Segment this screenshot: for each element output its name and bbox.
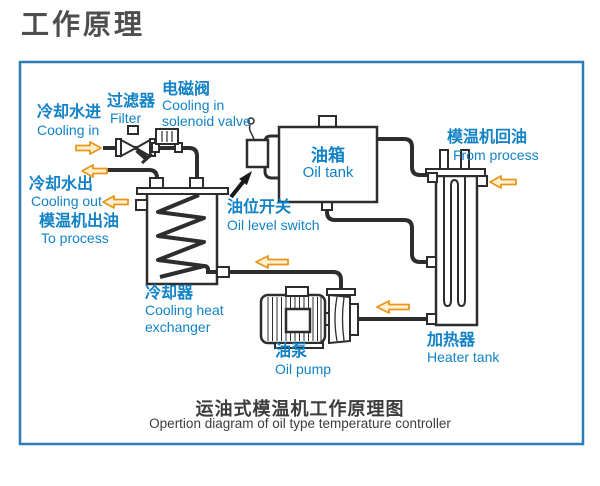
label-oil-tank-en: Oil tank xyxy=(302,164,354,181)
cooler-lid xyxy=(136,187,229,195)
cooler-left-nub xyxy=(135,199,148,211)
label-oil-tank: 油箱 Oil tank xyxy=(279,146,377,181)
pump-motor-block xyxy=(284,307,312,334)
pipe-tank-to-heater-mid xyxy=(325,206,430,264)
heater-terminal-right xyxy=(460,149,470,170)
label-to-process-en: To process xyxy=(41,230,109,246)
heater-terminal-left xyxy=(439,149,449,170)
label-from-process-en: From process xyxy=(453,147,539,163)
label-filter-cn: 过滤器 xyxy=(107,93,156,110)
arrow-cooling-in-right xyxy=(75,141,102,155)
filter-icon xyxy=(115,125,156,165)
pump-shaft-flange xyxy=(349,303,359,336)
pipe-switch-bottom-link xyxy=(263,165,279,180)
oil-pump-shape xyxy=(259,286,359,349)
cooler-coil-outlet xyxy=(203,264,218,274)
heater-body xyxy=(434,174,479,327)
pipe-cooling-in xyxy=(103,146,199,190)
oil-level-switch-body xyxy=(245,138,270,169)
label-cooling-in-en: Cooling in xyxy=(37,122,100,138)
label-solenoid-en1: Cooling in xyxy=(162,97,225,113)
label-heater-cn: 加热器 xyxy=(427,332,476,349)
label-from-process-cn: 模温机回油 xyxy=(447,129,528,146)
label-cooler-en2: exchanger xyxy=(145,319,211,335)
diagram-caption-en: Opertion diagram of oil type temperature… xyxy=(149,416,451,431)
label-cooler-cn: 冷却器 xyxy=(145,285,194,302)
arrow-cooling-out-left xyxy=(81,164,108,178)
pump-motor-top-block xyxy=(285,286,309,297)
cooler-coil xyxy=(156,193,206,279)
pump-volute xyxy=(328,293,351,345)
heater-nub-right xyxy=(476,175,488,187)
solenoid-valve-icon xyxy=(151,128,183,153)
pump-discharge-flange xyxy=(326,288,356,296)
label-to-process-cn: 模温机出油 xyxy=(39,213,120,230)
pipe-pump-to-cooler xyxy=(229,270,343,289)
label-solenoid-en2: solenoid valve xyxy=(162,113,251,129)
label-oil-level-switch-en: Oil level switch xyxy=(227,217,320,233)
oil-tank-body xyxy=(277,125,379,204)
cooler-right-nub xyxy=(216,266,230,278)
label-oil-tank-cn: 油箱 xyxy=(311,146,345,165)
arrow-from-process-left xyxy=(489,175,517,189)
arrow-pump-to-cooler-left xyxy=(255,255,289,269)
heater-element-tubes xyxy=(443,169,466,308)
label-heater-en: Heater tank xyxy=(427,349,500,365)
heater-nub-mid-left xyxy=(426,256,437,268)
label-filter-en: Filter xyxy=(110,110,142,126)
page-title: 工作原理 xyxy=(21,9,146,40)
oil-level-switch-wire-end xyxy=(247,117,255,125)
oil-level-switch-pointer-arrow xyxy=(229,171,252,199)
pump-volute-lines xyxy=(334,296,345,342)
oil-level-switch-wire xyxy=(248,124,255,141)
cooler-shape xyxy=(135,177,230,286)
label-oil-pump-en: Oil pump xyxy=(275,361,332,377)
flow-arrows xyxy=(75,141,517,314)
heater-tank-shape xyxy=(425,149,488,327)
label-oil-level-switch-cn: 油位开关 xyxy=(227,199,292,216)
label-cooling-in-cn: 冷却水进 xyxy=(37,104,102,121)
pipe-tank-to-heater-top xyxy=(377,137,430,177)
label-solenoid-cn: 电磁阀 xyxy=(162,81,211,98)
heater-nub-bottom-left xyxy=(426,313,437,325)
label-cooling-out-cn: 冷却水出 xyxy=(29,176,94,193)
heater-lid xyxy=(425,168,486,177)
cooler-inlet-flange xyxy=(189,177,204,189)
label-cooling-out-en: Cooling out xyxy=(31,193,102,209)
arrow-heater-to-pump-left xyxy=(376,300,410,314)
label-cooler-en1: Cooling heat xyxy=(145,302,224,318)
label-oil-pump-cn: 油泵 xyxy=(275,343,308,360)
arrow-to-process-left xyxy=(102,195,129,209)
diagram-border xyxy=(18,60,585,446)
diagram-caption-cn: 运油式模温机工作原理图 xyxy=(195,399,405,419)
cooler-outlet-flange xyxy=(149,177,164,189)
heater-nub-top-left xyxy=(427,172,438,183)
pump-feet xyxy=(274,342,324,349)
oil-tank-shape xyxy=(277,115,379,211)
oil-level-switch-shape xyxy=(229,117,270,199)
